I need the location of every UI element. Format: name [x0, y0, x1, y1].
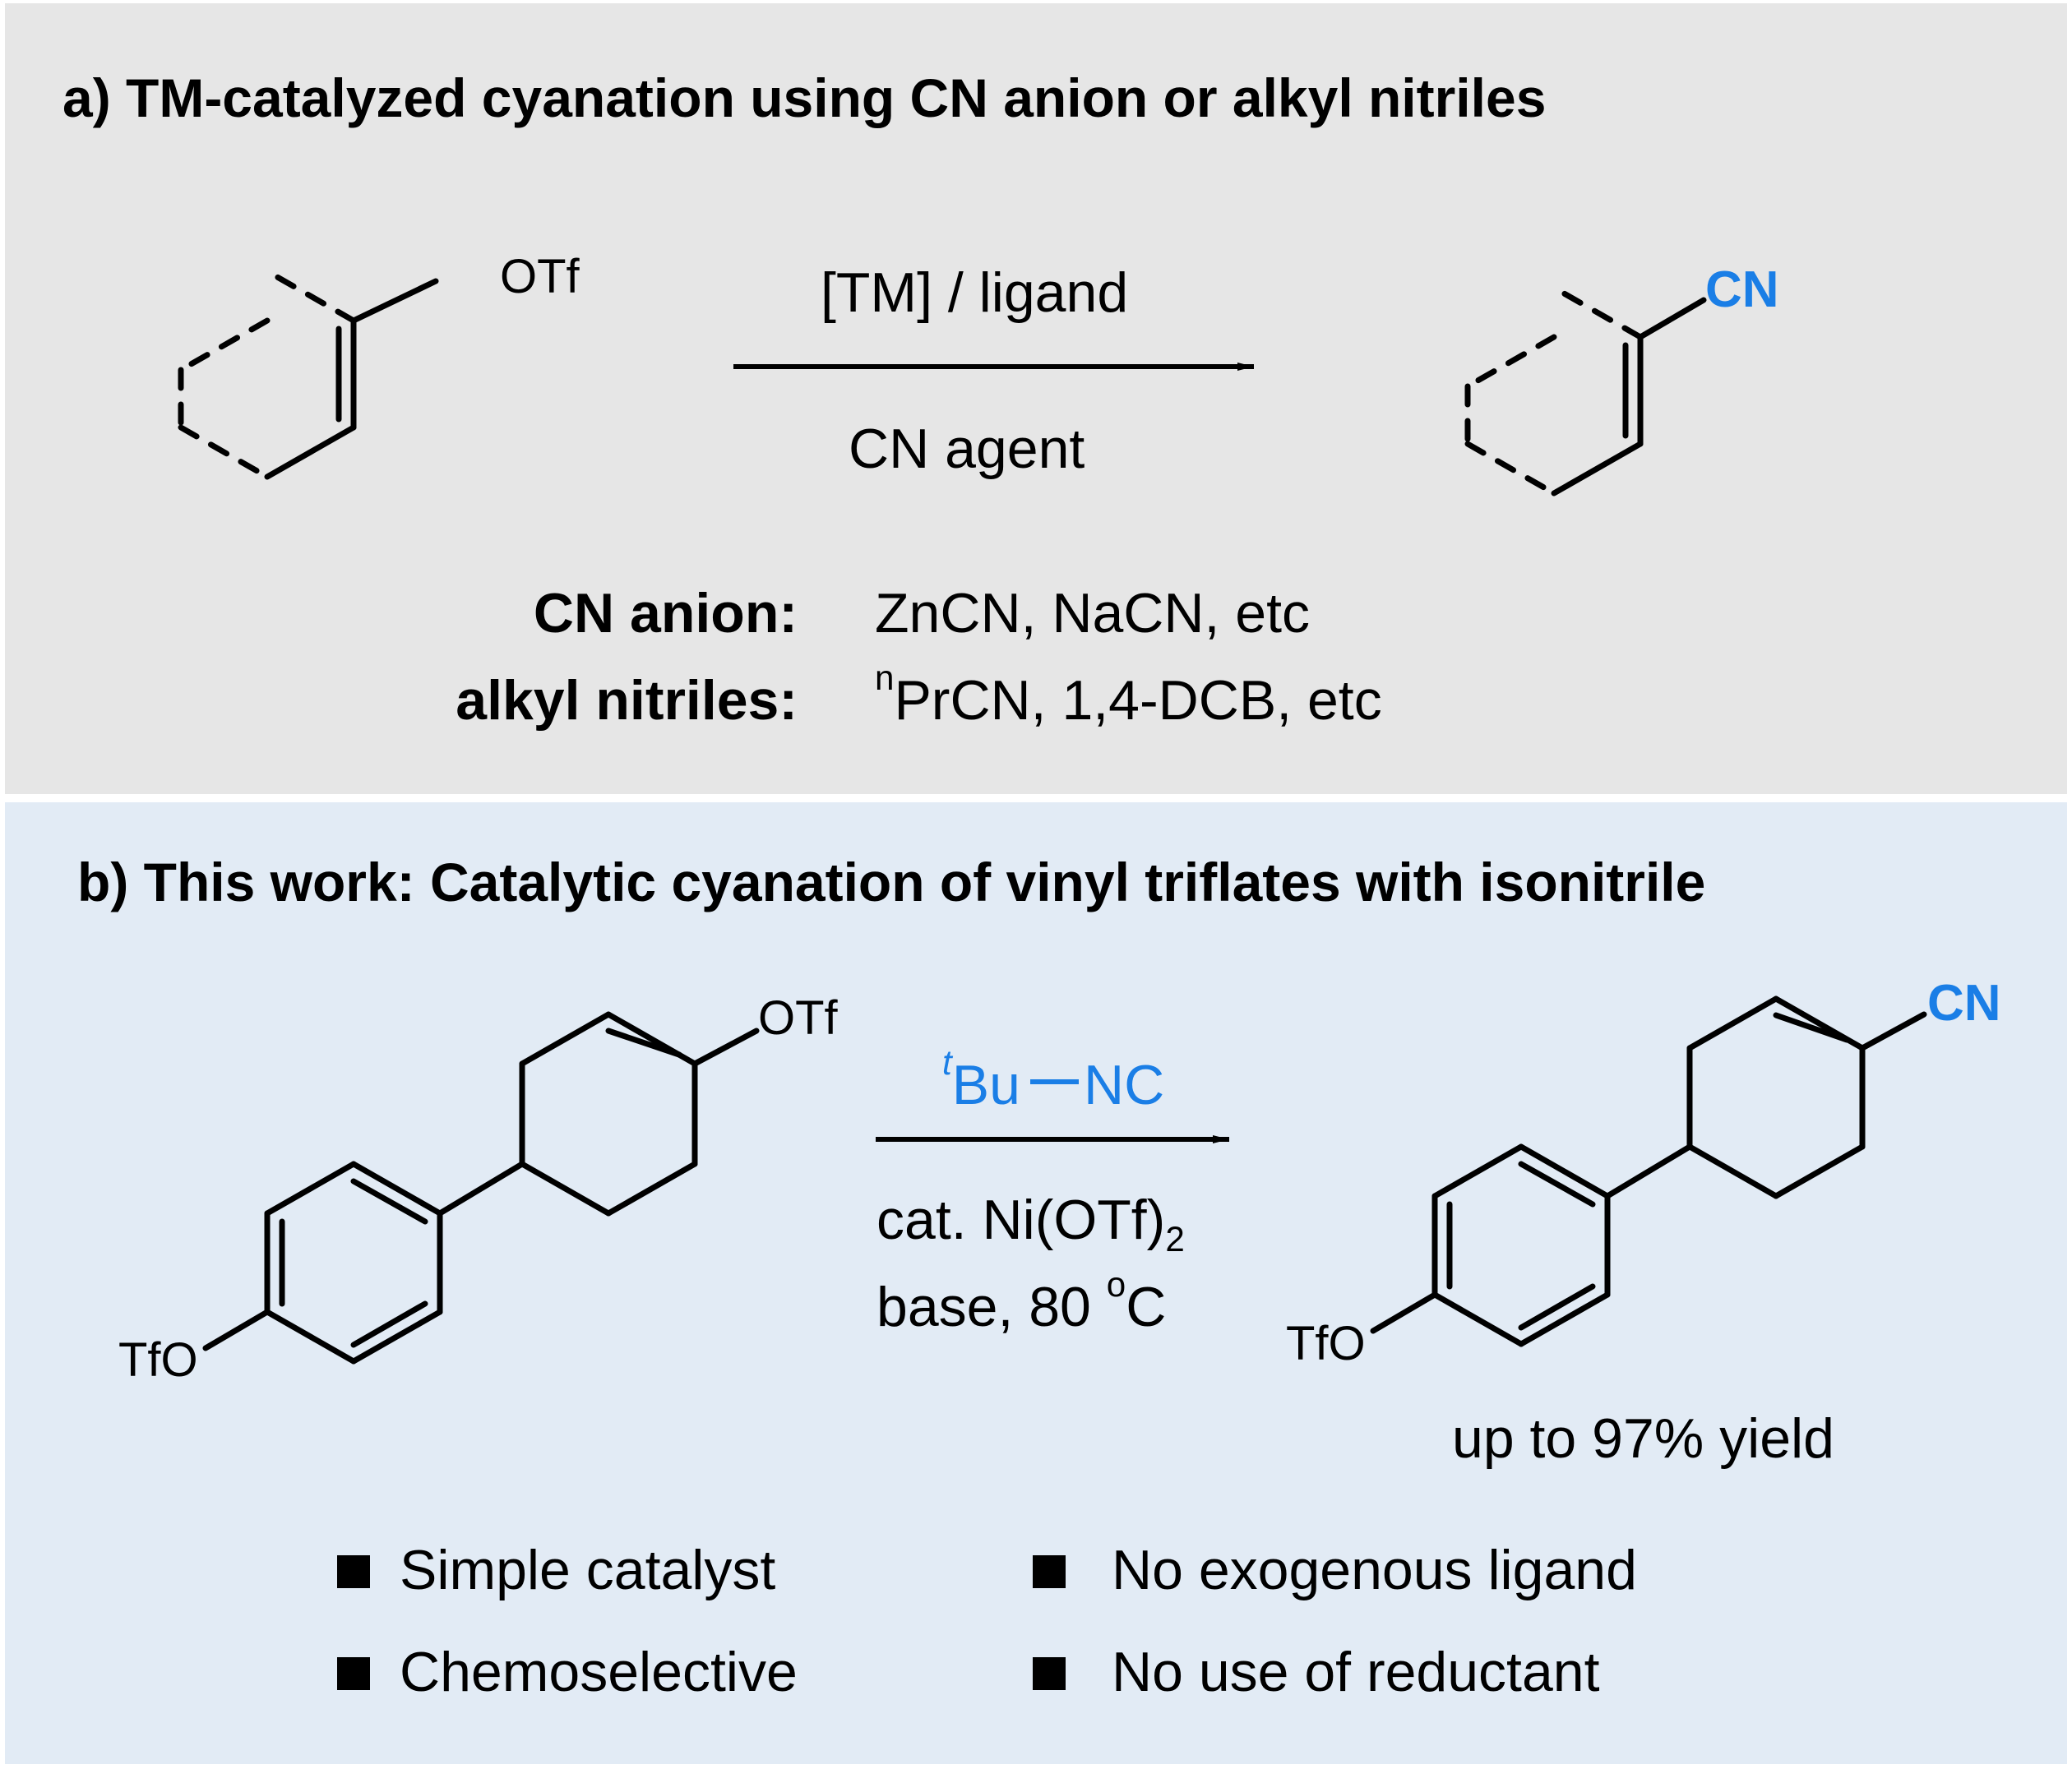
alkyl-nitriles-examples: nPrCN, 1,4-DCB, etc	[875, 658, 1382, 732]
arrow-a-below-text: CN agent	[849, 418, 1085, 480]
bullet-square-icon	[1033, 1555, 1066, 1588]
product-b-tfo-label: TfO	[1286, 1317, 1366, 1370]
feature-item: Chemoselective	[400, 1641, 798, 1703]
arrow-a-above-text: [TM] / ligand	[821, 261, 1129, 324]
alkyl-nitriles-label: alkyl nitriles:	[456, 669, 798, 732]
yield-text: up to 97% yield	[1452, 1407, 1834, 1470]
reagent-tbu: tBu	[942, 1043, 1020, 1116]
product-b-structure	[1370, 995, 1927, 1347]
panel-a	[5, 3, 2067, 794]
bullet-square-icon	[1033, 1657, 1066, 1690]
condition-catalyst: cat. Ni(OTf)2	[876, 1189, 1185, 1259]
panel-b-title: b) This work: Catalytic cyanation of vin…	[77, 852, 1706, 912]
condition-base-temp: base, 80 oC	[876, 1265, 1167, 1338]
cn-anion-label: CN anion:	[533, 582, 798, 644]
feature-item: No use of reductant	[1112, 1641, 1600, 1703]
product-a-ring	[1464, 284, 1707, 497]
reagent-nc: NC	[1084, 1054, 1165, 1116]
bullet-square-icon	[337, 1555, 370, 1588]
substrate-a-ring	[178, 268, 439, 480]
substrate-b-otf-label: OTf	[758, 991, 838, 1045]
cn-anion-examples: ZnCN, NaCN, etc	[875, 582, 1310, 644]
substrate-a-otf-label: OTf	[500, 250, 580, 303]
feature-item: No exogenous ligand	[1112, 1539, 1637, 1601]
product-b-cn-label: CN	[1927, 975, 2001, 1032]
substrate-b-structure	[202, 1011, 760, 1365]
feature-item: Simple catalyst	[400, 1539, 776, 1601]
bullet-square-icon	[337, 1657, 370, 1690]
product-a-cn-label: CN	[1705, 261, 1779, 318]
panel-a-title: a) TM-catalyzed cyanation using CN anion…	[62, 67, 1547, 128]
substrate-b-tfo-label: TfO	[118, 1333, 198, 1387]
panel-b	[5, 802, 2067, 1764]
